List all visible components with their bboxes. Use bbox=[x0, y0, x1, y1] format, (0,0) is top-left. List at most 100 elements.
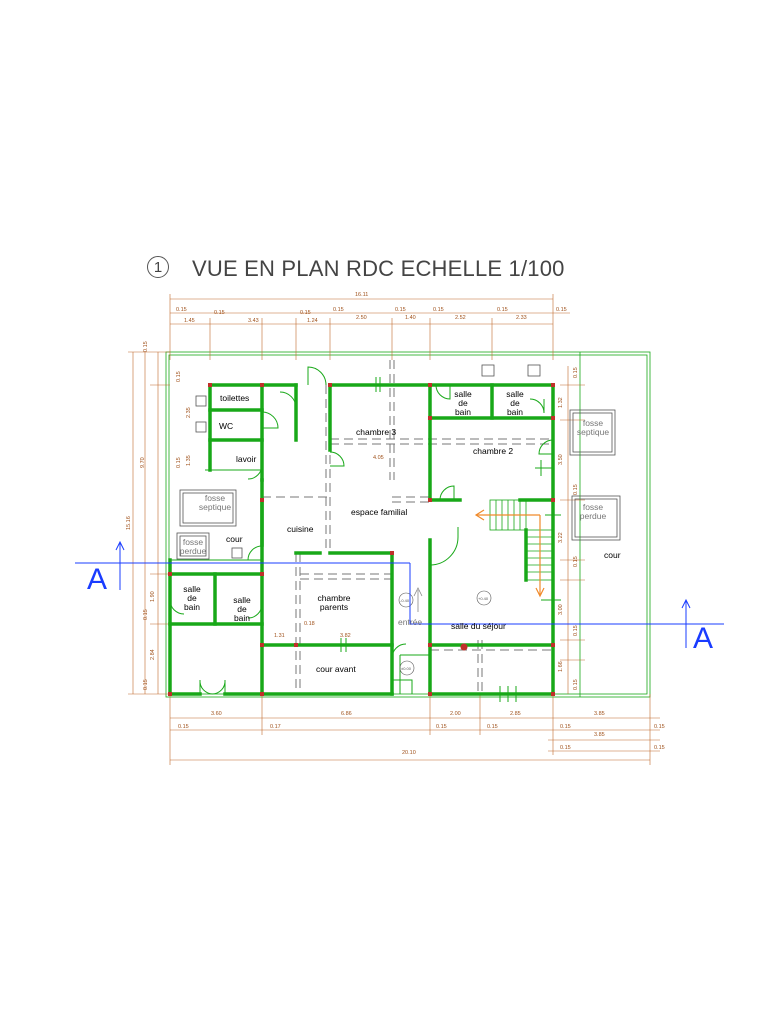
room-fosse-septique-left: fosse septique bbox=[198, 493, 232, 512]
room-espace-familial: espace familial bbox=[351, 507, 408, 517]
room-fosse-perdue-left: fosse perdue bbox=[179, 537, 207, 556]
dim-left-s4: 0.15 bbox=[176, 457, 182, 468]
room-sdb-top2: salle de bain bbox=[506, 389, 524, 417]
dim-bot-r1-1: 6.86 bbox=[341, 711, 352, 717]
dim-bot-r1-2: 2.00 bbox=[450, 711, 461, 717]
room-toilettes: toilettes bbox=[220, 393, 250, 403]
dim-bot-r2-0: 0.15 bbox=[178, 724, 189, 730]
dim-bot-r2-1: 0.17 bbox=[270, 724, 281, 730]
red-marker bbox=[460, 643, 468, 651]
dim-bot-r2-4: 0.15 bbox=[560, 724, 571, 730]
room-chambre-parents: chambre parents bbox=[317, 593, 351, 612]
dim-left-s6: 2.84 bbox=[150, 649, 156, 660]
level-label-2: ±0.00 bbox=[401, 666, 411, 671]
dim-left-total: 15.16 bbox=[126, 516, 132, 530]
dim-left-mid: 9.70 bbox=[140, 457, 146, 468]
level-label-3: +0.40 bbox=[478, 596, 489, 601]
dim-bot-r3-1b: 0.15 bbox=[654, 745, 665, 751]
dim-top-r2-6: 2.33 bbox=[516, 315, 527, 321]
room-cour-left: cour bbox=[226, 534, 243, 544]
level-markers bbox=[398, 590, 492, 676]
dim-right-s3: 0.15 bbox=[573, 484, 579, 495]
dim-top-r2-3: 2.50 bbox=[356, 315, 367, 321]
room-wc: WC bbox=[219, 421, 234, 431]
dim-right-s8: 1.66 bbox=[558, 661, 564, 672]
staircase bbox=[489, 499, 553, 581]
dim-left-s7: 0.15 bbox=[143, 609, 149, 620]
room-cour-right: cour bbox=[604, 550, 621, 560]
dimension-lines bbox=[128, 294, 660, 765]
room-cour-avant: cour avant bbox=[316, 664, 356, 674]
dim-right-s2: 3.50 bbox=[558, 454, 564, 465]
dim-bot-r3-1a: 0.15 bbox=[560, 745, 571, 751]
dim-right-s1: 1.32 bbox=[558, 397, 564, 408]
room-sdb-top1: salle de bain bbox=[454, 389, 472, 417]
dim-right-s0: 0.15 bbox=[573, 367, 579, 378]
dim-top-r1-5: 0.15 bbox=[433, 307, 444, 313]
dim-inner-131: 1.31 bbox=[274, 633, 285, 639]
dim-left-s8: 0.15 bbox=[143, 679, 149, 690]
section-mark-right: A bbox=[693, 622, 714, 655]
stair-arrow bbox=[474, 509, 545, 598]
dim-left-s0: 0.15 bbox=[143, 341, 149, 352]
dim-bot-r1-4: 3.85 bbox=[594, 711, 605, 717]
dim-top-r2-5: 2.52 bbox=[455, 315, 466, 321]
thin-walls bbox=[170, 469, 430, 694]
dim-top-r1-4: 0.15 bbox=[395, 307, 406, 313]
room-sdb-left1: salle de bain bbox=[183, 584, 201, 612]
dashed-lines bbox=[262, 360, 553, 694]
room-sdb-left2: salle de bain bbox=[233, 595, 251, 623]
dim-inner-382: 3.82 bbox=[340, 633, 351, 639]
section-lines bbox=[75, 540, 724, 648]
room-chambre2: chambre 2 bbox=[473, 446, 514, 456]
dim-inner-018: 0.18 bbox=[304, 621, 315, 627]
dim-left-s5: 1.90 bbox=[150, 591, 156, 602]
dim-top-r1-0: 0.15 bbox=[176, 307, 187, 313]
columns bbox=[168, 383, 555, 696]
dim-bot-r2-2: 0.15 bbox=[436, 724, 447, 730]
dim-right-s4: 3.22 bbox=[558, 532, 564, 543]
dim-top-r2-4: 1.40 bbox=[405, 315, 416, 321]
dim-top-r2-2: 1.24 bbox=[307, 318, 318, 324]
septic-tanks bbox=[176, 364, 621, 560]
dim-left-s3: 1.35 bbox=[186, 455, 192, 466]
dim-bot-total: 20.10 bbox=[402, 750, 416, 756]
dim-bot-r3-0: 3.85 bbox=[594, 732, 605, 738]
room-lavoir: lavoir bbox=[236, 454, 257, 464]
room-fosse-perdue-right: fosse perdue bbox=[579, 502, 607, 521]
dim-bot-r1-0: 3.60 bbox=[211, 711, 222, 717]
room-entree: entrée bbox=[398, 617, 423, 627]
dim-left-s1: 0.15 bbox=[176, 371, 182, 382]
dim-top-r1-3: 0.15 bbox=[333, 307, 344, 313]
room-fosse-septique-right: fosse septique bbox=[576, 418, 610, 437]
title-number: 1 bbox=[147, 256, 169, 278]
dim-right-s5: 0.15 bbox=[573, 556, 579, 567]
room-cuisine: cuisine bbox=[287, 524, 314, 534]
walls bbox=[168, 383, 555, 696]
dim-right-s6: 3.00 bbox=[558, 604, 564, 615]
dim-right-s7: 0.15 bbox=[573, 625, 579, 636]
outer-boundary bbox=[165, 351, 651, 698]
dim-top-r1-2: 0.15 bbox=[300, 310, 311, 316]
dim-top-r1-6: 0.15 bbox=[497, 307, 508, 313]
dim-top-r1-7: 0.15 bbox=[556, 307, 567, 313]
dim-top-total: 16.11 bbox=[355, 292, 369, 298]
room-chambre3: chambre 3 bbox=[356, 427, 397, 437]
dim-bot-r2-5: 0.15 bbox=[654, 724, 665, 730]
dim-bot-r1-3: 2.85 bbox=[510, 711, 521, 717]
dim-top-r2-0: 1.45 bbox=[184, 318, 195, 324]
dim-bot-r2-3: 0.15 bbox=[487, 724, 498, 730]
dim-inner-405: 4.05 bbox=[373, 455, 384, 461]
doors bbox=[169, 366, 554, 695]
page-title: VUE EN PLAN RDC ECHELLE 1/100 bbox=[192, 256, 565, 281]
section-mark-left: A bbox=[87, 563, 108, 596]
dim-top-r1-1: 0.15 bbox=[214, 310, 225, 316]
dim-right-s9: 0.15 bbox=[573, 679, 579, 690]
windows bbox=[340, 377, 561, 702]
dim-left-s2: 2.35 bbox=[186, 407, 192, 418]
entrance-arrow bbox=[413, 587, 423, 612]
room-salle-sejour: salle du séjour bbox=[451, 621, 506, 631]
level-label-1: -0.40 bbox=[400, 598, 410, 603]
dim-top-r2-1: 3.43 bbox=[248, 318, 259, 324]
